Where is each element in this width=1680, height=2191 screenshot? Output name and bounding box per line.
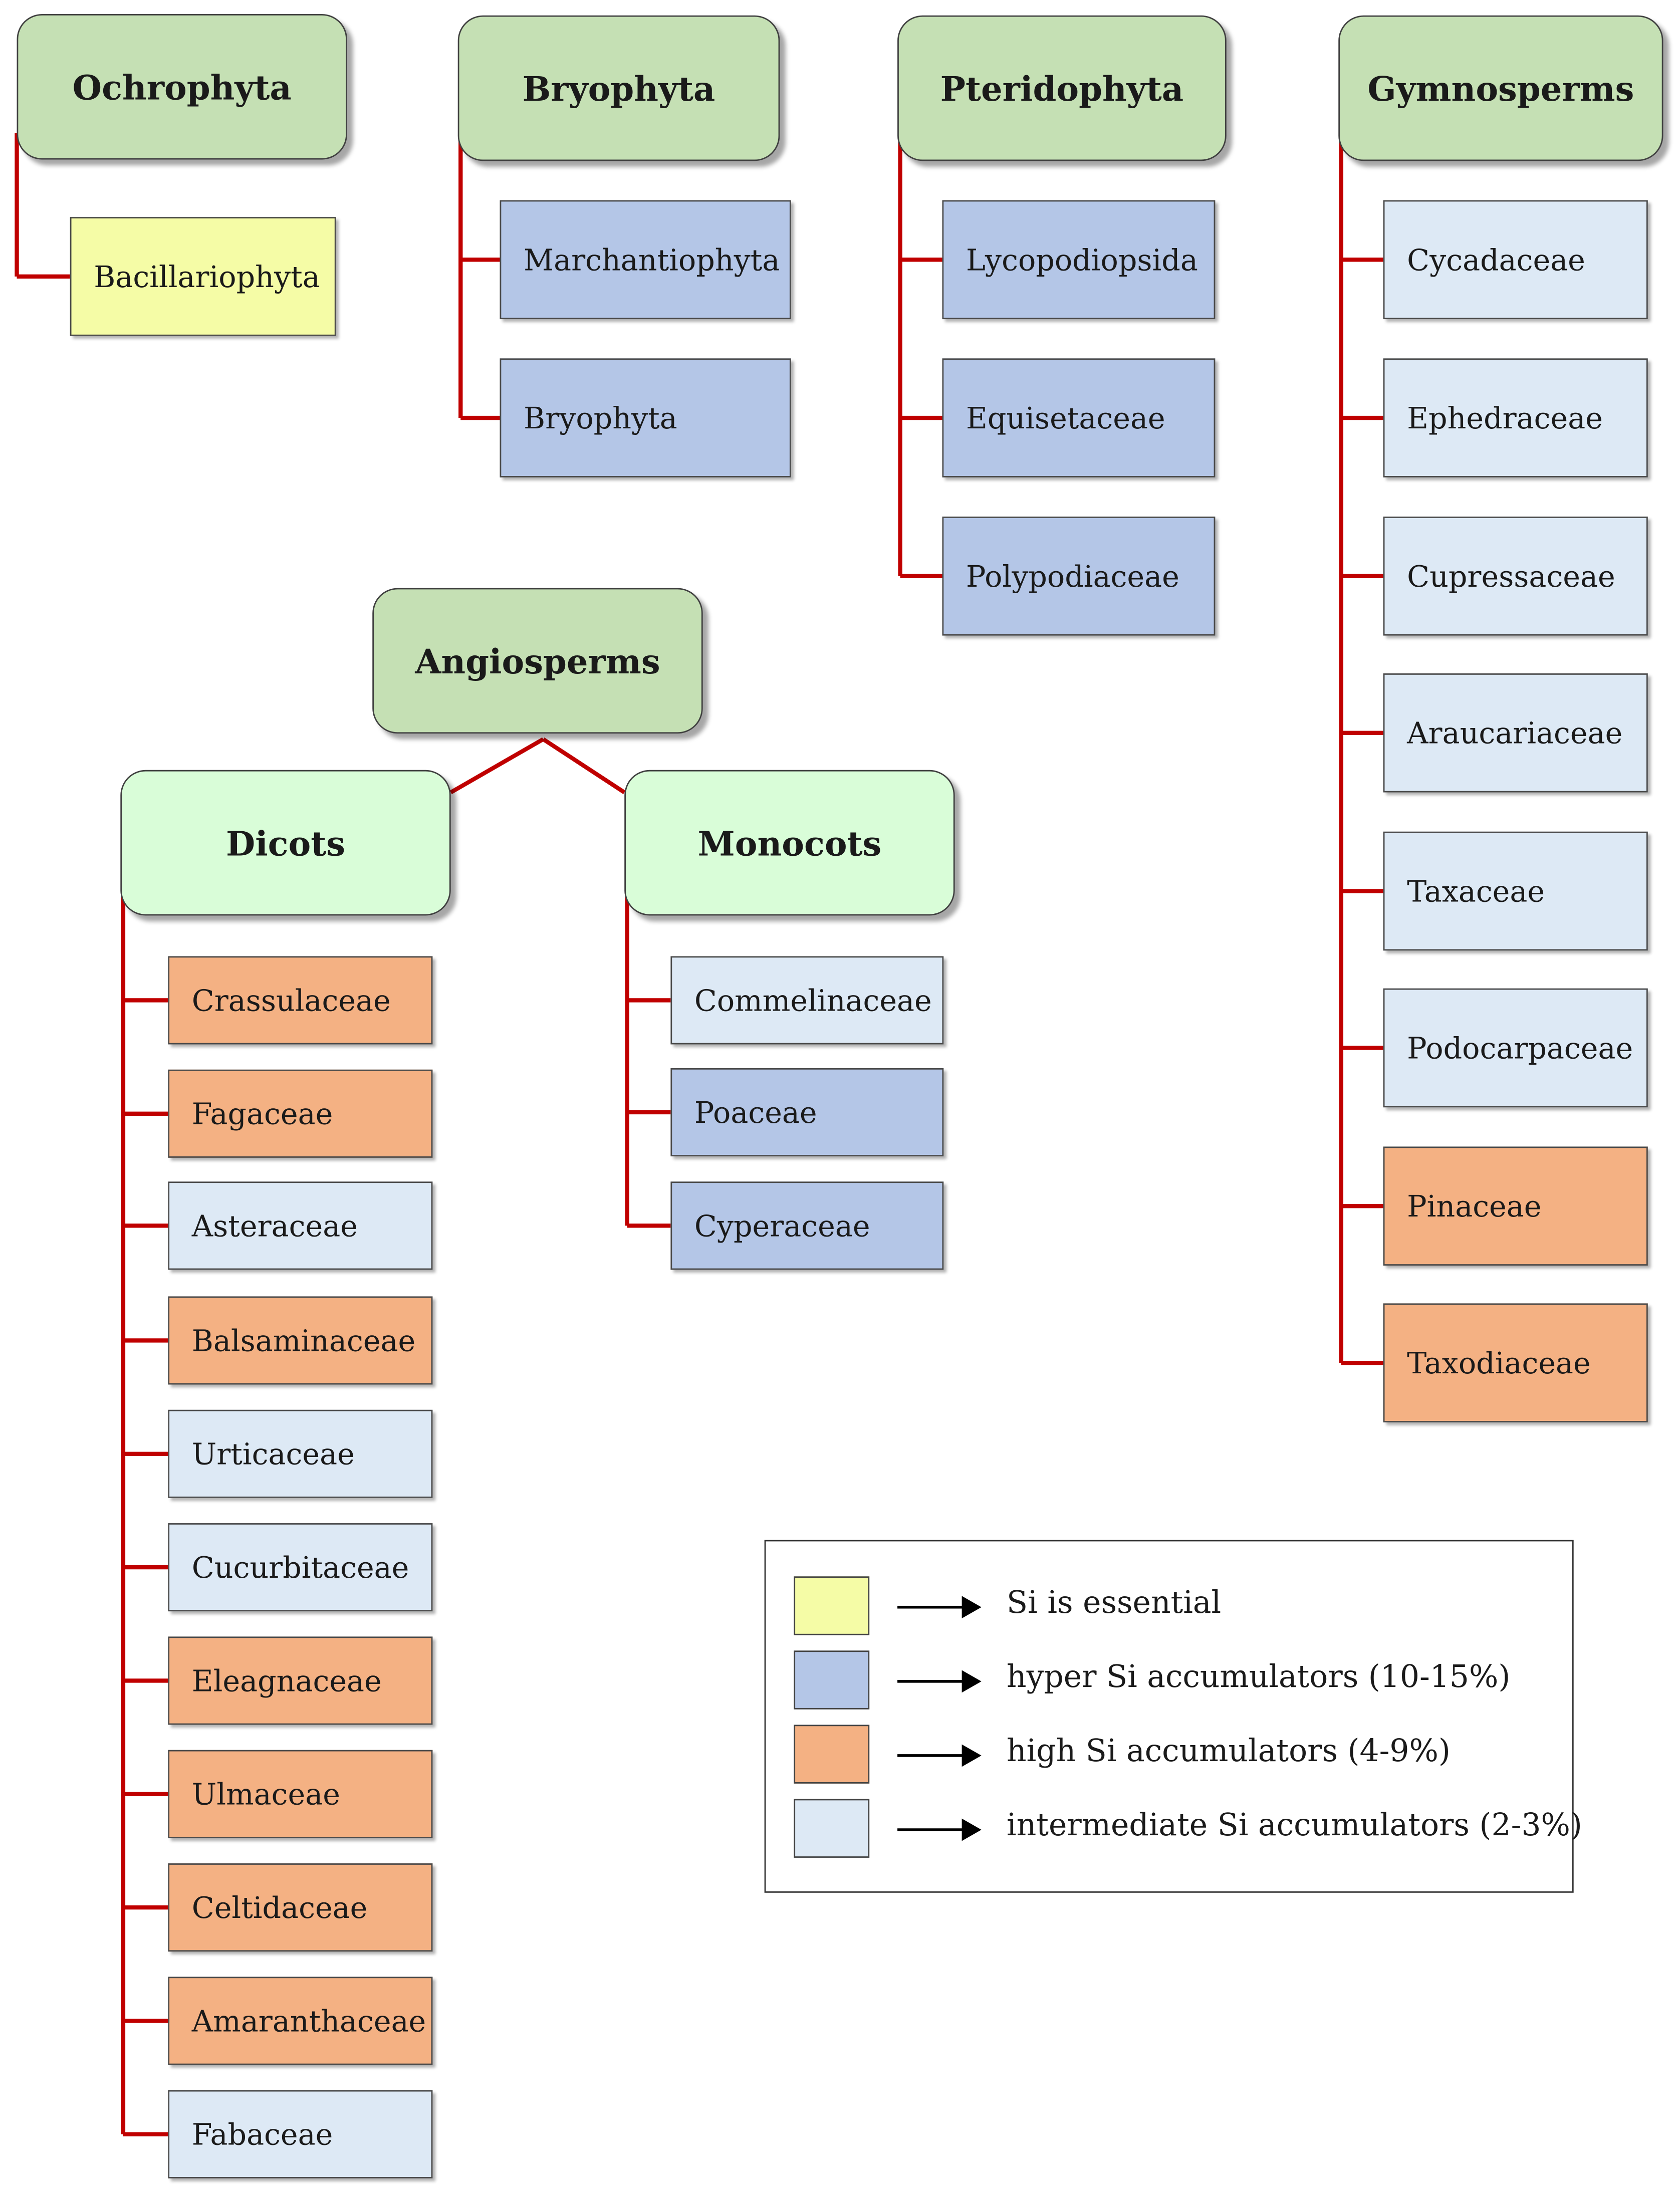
taxon-taxodiaceae: Taxodiaceae <box>1383 1303 1648 1422</box>
taxon-ulmaceae: Ulmaceae <box>168 1750 433 1838</box>
right-arrow-icon <box>897 1818 982 1841</box>
subgroup-header-monocots: Monocots <box>624 770 955 916</box>
legend-swatch-hyper <box>794 1650 870 1710</box>
group-header-ochrophyta: Ochrophyta <box>17 14 347 160</box>
taxon-equisetaceae: Equisetaceae <box>942 358 1216 477</box>
taxon-ephedraceae: Ephedraceae <box>1383 358 1648 477</box>
legend: Si is essential hyper Si accumulators (1… <box>764 1540 1582 1893</box>
connector-angiosperms-dicots <box>449 737 545 795</box>
taxon-fagaceae: Fagaceae <box>168 1069 433 1158</box>
subgroup-header-dicots: Dicots <box>120 770 451 916</box>
taxon-balsaminaceae: Balsaminaceae <box>168 1296 433 1385</box>
group-header-gymnosperms: Gymnosperms <box>1338 15 1663 161</box>
legend-swatch-intermediate <box>794 1799 870 1858</box>
taxon-cupressaceae: Cupressaceae <box>1383 517 1648 636</box>
legend-swatch-si-essential <box>794 1576 870 1635</box>
taxon-commelinaceae: Commelinaceae <box>670 956 944 1045</box>
taxon-pinaceae: Pinaceae <box>1383 1146 1648 1266</box>
legend-label-intermediate: intermediate Si accumulators (2-3%) <box>1007 1809 1582 1844</box>
legend-label-high: high Si accumulators (4-9%) <box>1007 1735 1451 1770</box>
taxon-bacillariophyta: Bacillariophyta <box>70 217 336 336</box>
legend-label-hyper: hyper Si accumulators (10-15%) <box>1007 1660 1511 1695</box>
connector-angiosperms-monocots <box>542 737 626 795</box>
taxon-urticaceae: Urticaceae <box>168 1409 433 1498</box>
taxon-taxaceae: Taxaceae <box>1383 831 1648 951</box>
taxon-polypodiaceae: Polypodiaceae <box>942 517 1216 636</box>
taxon-cucurbitaceae: Cucurbitaceae <box>168 1523 433 1612</box>
taxon-fabaceae: Fabaceae <box>168 2090 433 2178</box>
taxon-amaranthaceae: Amaranthaceae <box>168 1977 433 2065</box>
taxon-bryophyta: Bryophyta <box>500 358 791 477</box>
taxon-podocarpaceae: Podocarpaceae <box>1383 988 1648 1108</box>
right-arrow-icon <box>897 1744 982 1767</box>
taxon-araucariaceae: Araucariaceae <box>1383 673 1648 793</box>
legend-label-si-essential: Si is essential <box>1007 1586 1222 1621</box>
group-header-angiosperms: Angiosperms <box>372 588 703 734</box>
right-arrow-icon <box>897 1596 982 1619</box>
group-header-bryophyta: Bryophyta <box>457 15 780 161</box>
taxon-poaceae: Poaceae <box>670 1068 944 1157</box>
taxon-asteraceae: Asteraceae <box>168 1181 433 1270</box>
legend-swatch-high <box>794 1725 870 1784</box>
taxon-eleagnaceae: Eleagnaceae <box>168 1636 433 1725</box>
group-header-pteridophyta: Pteridophyta <box>897 15 1227 161</box>
taxon-marchantiophyta: Marchantiophyta <box>500 200 791 320</box>
taxon-crassulaceae: Crassulaceae <box>168 956 433 1045</box>
taxon-cycadaceae: Cycadaceae <box>1383 200 1648 320</box>
taxon-celtidaceae: Celtidaceae <box>168 1863 433 1952</box>
taxon-lycopodiopsida: Lycopodiopsida <box>942 200 1216 320</box>
right-arrow-icon <box>897 1670 982 1693</box>
taxon-cyperaceae: Cyperaceae <box>670 1181 944 1270</box>
